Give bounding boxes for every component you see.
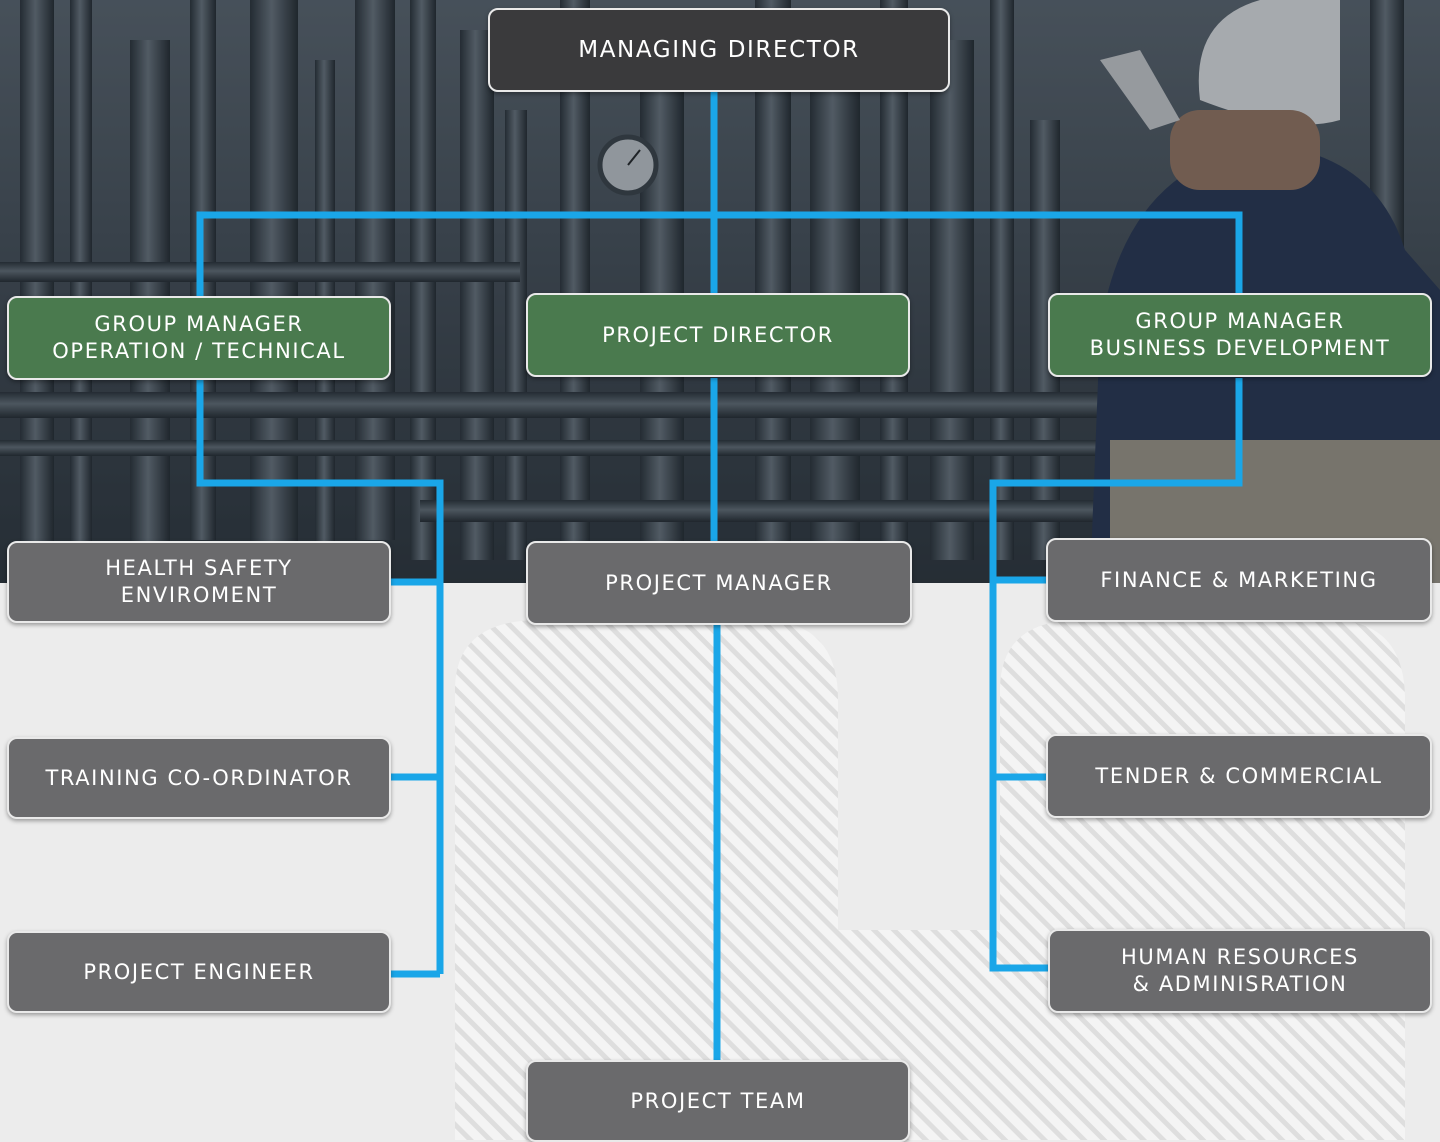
group-manager-bd-line2: BUSINESS DEVELOPMENT xyxy=(1089,336,1391,360)
human-resources-line1: HUMAN RESOURCES xyxy=(1121,945,1359,969)
health-safety-box: HEALTH SAFETY ENVIROMENT xyxy=(7,541,391,623)
group-manager-ops-line2: OPERATION / TECHNICAL xyxy=(52,339,346,363)
finance-marketing-label: FINANCE & MARKETING xyxy=(1100,567,1378,592)
connector-lines xyxy=(196,90,1243,1062)
project-director-box: PROJECT DIRECTOR xyxy=(526,293,910,377)
managing-director-label: MANAGING DIRECTOR xyxy=(578,36,860,63)
group-manager-ops-line1: GROUP MANAGER xyxy=(94,312,304,336)
project-engineer-label: PROJECT ENGINEER xyxy=(83,959,315,984)
human-resources-line2: & ADMINISRATION xyxy=(1132,972,1348,996)
group-manager-ops-box: GROUP MANAGER OPERATION / TECHNICAL xyxy=(7,296,391,380)
group-manager-bd-box: GROUP MANAGER BUSINESS DEVELOPMENT xyxy=(1048,293,1432,377)
human-resources-box: HUMAN RESOURCES & ADMINISRATION xyxy=(1048,929,1432,1013)
project-team-label: PROJECT TEAM xyxy=(630,1088,806,1113)
connector-ops-branch xyxy=(196,378,444,974)
group-manager-bd-line1: GROUP MANAGER xyxy=(1135,309,1345,333)
project-engineer-box: PROJECT ENGINEER xyxy=(7,931,391,1013)
project-director-label: PROJECT DIRECTOR xyxy=(602,322,834,347)
training-coordinator-label: TRAINING CO-ORDINATOR xyxy=(45,765,353,790)
finance-marketing-box: FINANCE & MARKETING xyxy=(1046,538,1432,622)
project-manager-box: PROJECT MANAGER xyxy=(526,541,912,625)
training-coordinator-box: TRAINING CO-ORDINATOR xyxy=(7,737,391,819)
connector-bd-branch xyxy=(989,378,1243,972)
tender-commercial-label: TENDER & COMMERCIAL xyxy=(1095,763,1383,788)
project-manager-label: PROJECT MANAGER xyxy=(605,570,833,595)
project-team-box: PROJECT TEAM xyxy=(526,1060,910,1142)
health-safety-line1: HEALTH SAFETY xyxy=(105,556,293,580)
health-safety-line2: ENVIROMENT xyxy=(120,583,278,607)
connector-top-bar xyxy=(196,211,1243,296)
tender-commercial-box: TENDER & COMMERCIAL xyxy=(1046,734,1432,818)
managing-director-box: MANAGING DIRECTOR xyxy=(488,8,950,92)
